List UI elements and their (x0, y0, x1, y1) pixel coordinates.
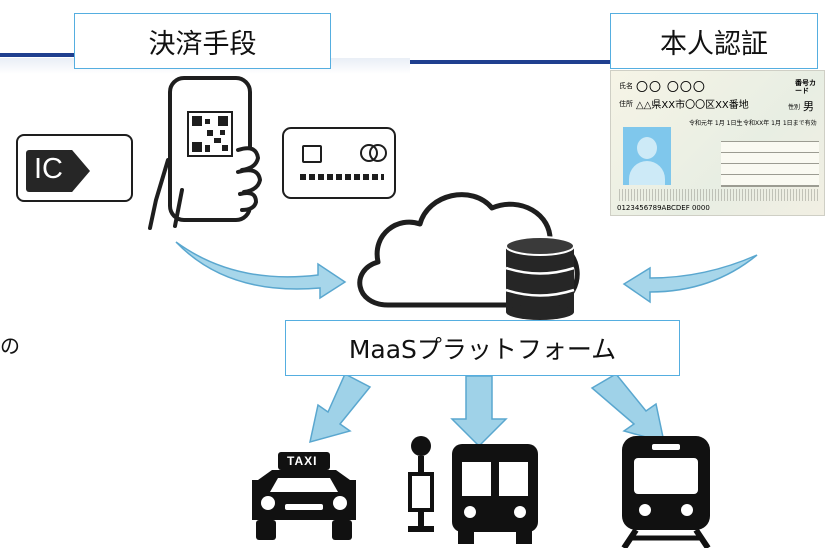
bus-stop-sign-icon (408, 436, 434, 532)
platform-to-taxi-arrow (309, 372, 372, 444)
card-address-value: △△県XX市〇〇区XX番地 (636, 100, 749, 111)
database-stack (505, 236, 575, 320)
maas-platform-label: MaaSプラットフォーム (348, 335, 617, 364)
card-photo (623, 127, 671, 185)
platform-to-train-arrow (590, 373, 665, 444)
payment-to-platform-arrow (175, 241, 347, 300)
card-expiry-text: 令和XX年 1月 1日まで有効 (743, 120, 817, 127)
my-number-card: 氏名 〇〇 〇〇〇 番号カード 住所 △△県XX市〇〇区XX番地 性別 男 令和… (610, 70, 825, 216)
payment-methods-title: 決済手段 (74, 13, 331, 69)
ic-card-icon: IC (16, 134, 133, 202)
ic-card-label: IC (34, 153, 63, 185)
card-field-lines (721, 141, 819, 187)
card-address-label: 住所 (619, 100, 633, 108)
top-left-rule (0, 53, 80, 57)
card-chip (302, 145, 322, 163)
maas-platform-box: MaaSプラットフォーム (285, 320, 680, 376)
card-brand-circles (360, 144, 387, 162)
top-middle-rule (330, 60, 610, 64)
cropped-edge-text: の (0, 334, 20, 358)
card-number-dots (300, 174, 384, 180)
platform-to-bus-arrow (450, 375, 508, 448)
taxi-sign: TAXI (287, 454, 318, 468)
card-fineprint (619, 189, 819, 201)
identity-verification-title-text: 本人認証 (660, 28, 768, 60)
credit-card-icon (282, 127, 396, 199)
card-name-value: 〇〇 〇〇〇 (636, 80, 706, 94)
card-sex-label: 性別 (788, 104, 801, 111)
card-number-text: 0123456789ABCDEF 0000 (617, 204, 710, 212)
card-title-right: 番号カード (795, 79, 816, 95)
card-birth-text: 令和元年 1月 1日生 (689, 120, 743, 127)
card-name-label: 氏名 (619, 82, 633, 90)
payment-methods-title-text: 決済手段 (148, 28, 257, 60)
card-sex-value: 男 (803, 100, 814, 113)
identity-to-platform-arrow (622, 254, 758, 304)
identity-verification-title: 本人認証 (610, 13, 818, 69)
bus-icon (452, 444, 538, 544)
